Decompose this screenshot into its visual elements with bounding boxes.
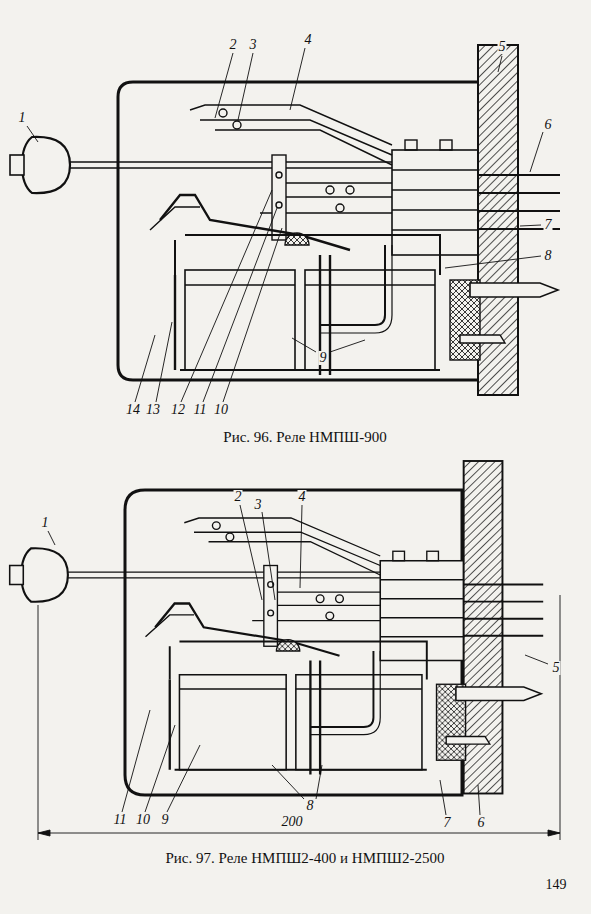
callout-number: 6 — [477, 816, 486, 830]
callout-number: 4 — [298, 490, 307, 504]
callout-number: 5 — [498, 40, 507, 54]
relay-nmpsh-900 — [10, 45, 560, 395]
callout-number: 7 — [544, 218, 553, 232]
callout-number: 9 — [161, 813, 170, 827]
callout-number: 2 — [234, 490, 243, 504]
callout-number: 11 — [113, 813, 128, 827]
callout-number: 4 — [304, 33, 313, 47]
figure-caption: Рис. 96. Реле НМПШ-900 — [222, 430, 387, 445]
callout-number: 7 — [443, 816, 452, 830]
callout-number: 5 — [552, 661, 561, 675]
callout-number: 6 — [544, 118, 553, 132]
relay-nmpsh2 — [10, 461, 544, 795]
callout-number: 9 — [319, 351, 328, 365]
dimension-line — [38, 595, 560, 840]
callout-number: 2 — [229, 38, 238, 52]
callout-number: 12 — [170, 403, 186, 417]
leader-lines — [27, 48, 548, 815]
callout-number: 8 — [306, 799, 315, 813]
callout-number: 11 — [193, 403, 208, 417]
callout-number: 14 — [125, 403, 141, 417]
callout-number: 10 — [135, 813, 151, 827]
callout-number: 13 — [145, 403, 161, 417]
callout-number: 3 — [249, 38, 258, 52]
page-number: 149 — [545, 878, 568, 892]
callout-number: 1 — [18, 111, 27, 125]
callout-number: 8 — [544, 249, 553, 263]
callout-number: 3 — [254, 498, 263, 512]
figure-caption: Рис. 97. Реле НМПШ2-400 и НМПШ2-2500 — [164, 851, 445, 866]
callout-number: 1 — [41, 516, 50, 530]
dimension-value: 200 — [281, 815, 304, 829]
callout-number: 10 — [213, 403, 229, 417]
